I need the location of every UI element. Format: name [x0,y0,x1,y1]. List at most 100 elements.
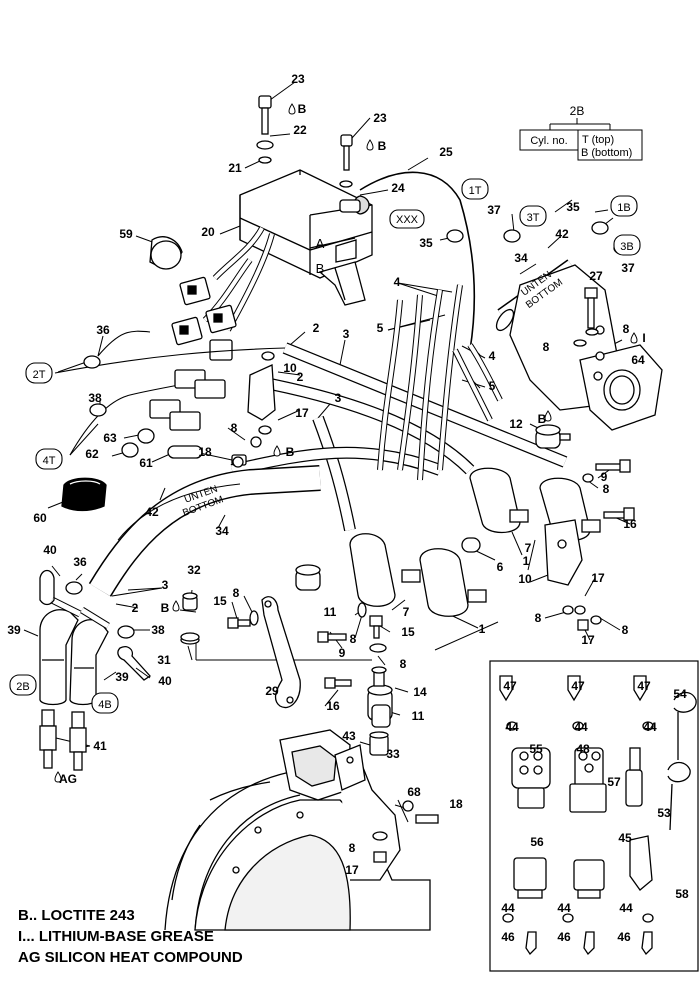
callout-label: 1 [523,554,530,568]
callout-label: 3 [335,391,342,405]
callout-label: 44 [557,901,571,915]
callout-label: 46 [557,930,571,944]
callout-label: 7 [525,541,532,555]
callout-label: 47 [571,679,585,693]
parts-artwork [39,95,697,956]
small-parts-frame [489,660,699,972]
callout-label: 18 [198,445,212,459]
small-parts-inset [499,675,697,956]
callout-label: 1 [479,622,486,636]
adhesive-drops [54,103,638,783]
spark-plug-caps [39,596,110,771]
cylinder-key [519,118,643,161]
callout-label: 22 [293,123,307,137]
cylinder-tags [9,178,641,714]
adhesive-marker: B [286,445,295,459]
callout-label: 23 [373,111,387,125]
callout-label: 38 [151,623,165,637]
adhesive-marker: I [642,331,645,345]
callout-label: 11 [324,605,337,619]
callout-label: 42 [555,227,569,241]
callout-label: 15 [401,625,415,639]
callout-label: 61 [139,456,153,470]
callout-label: 3 [162,578,169,592]
callout-label: 36 [73,555,87,569]
callout-label: 16 [623,517,637,531]
callout-label: 46 [501,930,515,944]
callout-label: 8 [233,586,240,600]
callout-label: 44 [505,720,519,734]
cylinder-tag-label: 3B [620,241,633,253]
callout-label: 38 [88,391,102,405]
callout-label: 12 [509,417,523,431]
callout-label: 25 [439,145,453,159]
adhesive-marker: B [378,139,387,153]
adhesive-marker: AG [59,772,77,786]
callout-label: 23 [291,72,305,86]
callout-label: 10 [518,572,532,586]
callout-label: 18 [449,797,463,811]
spare-sleeves [61,236,203,512]
cdi-label-b: B [316,261,325,276]
callout-label: 44 [501,901,515,915]
callout-label: 35 [566,200,580,214]
callout-label: 16 [326,699,340,713]
callout-label: 9 [339,646,346,660]
cylinder-key-label: Cyl. no. [530,135,567,147]
callout-label: 63 [103,431,117,445]
callout-label: 42 [145,505,159,519]
callout-label: 58 [675,887,689,901]
cylinder-tag-label: 4B [98,699,111,711]
callout-label: 2 [297,370,304,384]
cylinder-key-title: 2B [570,104,585,118]
callout-label: 56 [530,835,544,849]
cdi-label-a: A [316,236,325,251]
callout-label: 33 [386,747,400,761]
callout-label: 34 [514,251,528,265]
callout-label: 17 [345,863,359,877]
callout-label: 37 [621,261,635,275]
callout-label: 40 [158,674,172,688]
callout-label: 53 [657,806,671,820]
callout-label: 57 [607,775,621,789]
callout-label: 4 [489,349,496,363]
adhesive-marker: B [538,412,547,426]
callout-label: 5 [489,379,496,393]
cylinder-tag-label: 2B [16,681,29,693]
cylinder-tag-label: XXX [396,214,419,226]
callout-label: 27 [589,269,603,283]
callout-label: 5 [377,321,384,335]
callout-label: 8 [623,322,630,336]
callout-label: 32 [187,563,201,577]
legend-loctite: B.. LOCTITE 243 [18,907,135,924]
cylinder-tag-label: 1B [617,202,630,214]
callout-label: 17 [295,406,309,420]
callout-label: 68 [407,785,421,799]
cdi-mount-bolts [256,95,353,188]
callout-label: 34 [215,524,229,538]
callout-label: 17 [591,571,605,585]
cylinder-tag-label: 4T [43,455,56,467]
callout-label: 55 [529,742,543,756]
callout-label: 11 [412,709,425,723]
callout-label: 4 [394,275,401,289]
callout-label: 45 [618,831,632,845]
callout-label: 6 [497,560,504,574]
callout-label: 8 [622,623,629,637]
adhesive-marker: B [298,102,307,116]
grommets [65,221,631,639]
callout-label: 7 [403,605,410,619]
callout-label: 8 [603,482,610,496]
legend: B.. LOCTITE 243 I... LITHIUM-BASE GREASE… [18,905,243,968]
cdi-control-unit [239,169,373,306]
callout-label: 8 [231,421,238,435]
callout-label: 47 [503,679,517,693]
adhesive-marker: B [161,601,170,615]
cylinder-tag-label: 2T [33,369,46,381]
callout-label: 14 [413,685,427,699]
callout-label: 46 [617,930,631,944]
callout-label: 44 [619,901,633,915]
cylinder-tag-label: 3T [527,212,540,224]
callout-label: 8 [543,340,550,354]
